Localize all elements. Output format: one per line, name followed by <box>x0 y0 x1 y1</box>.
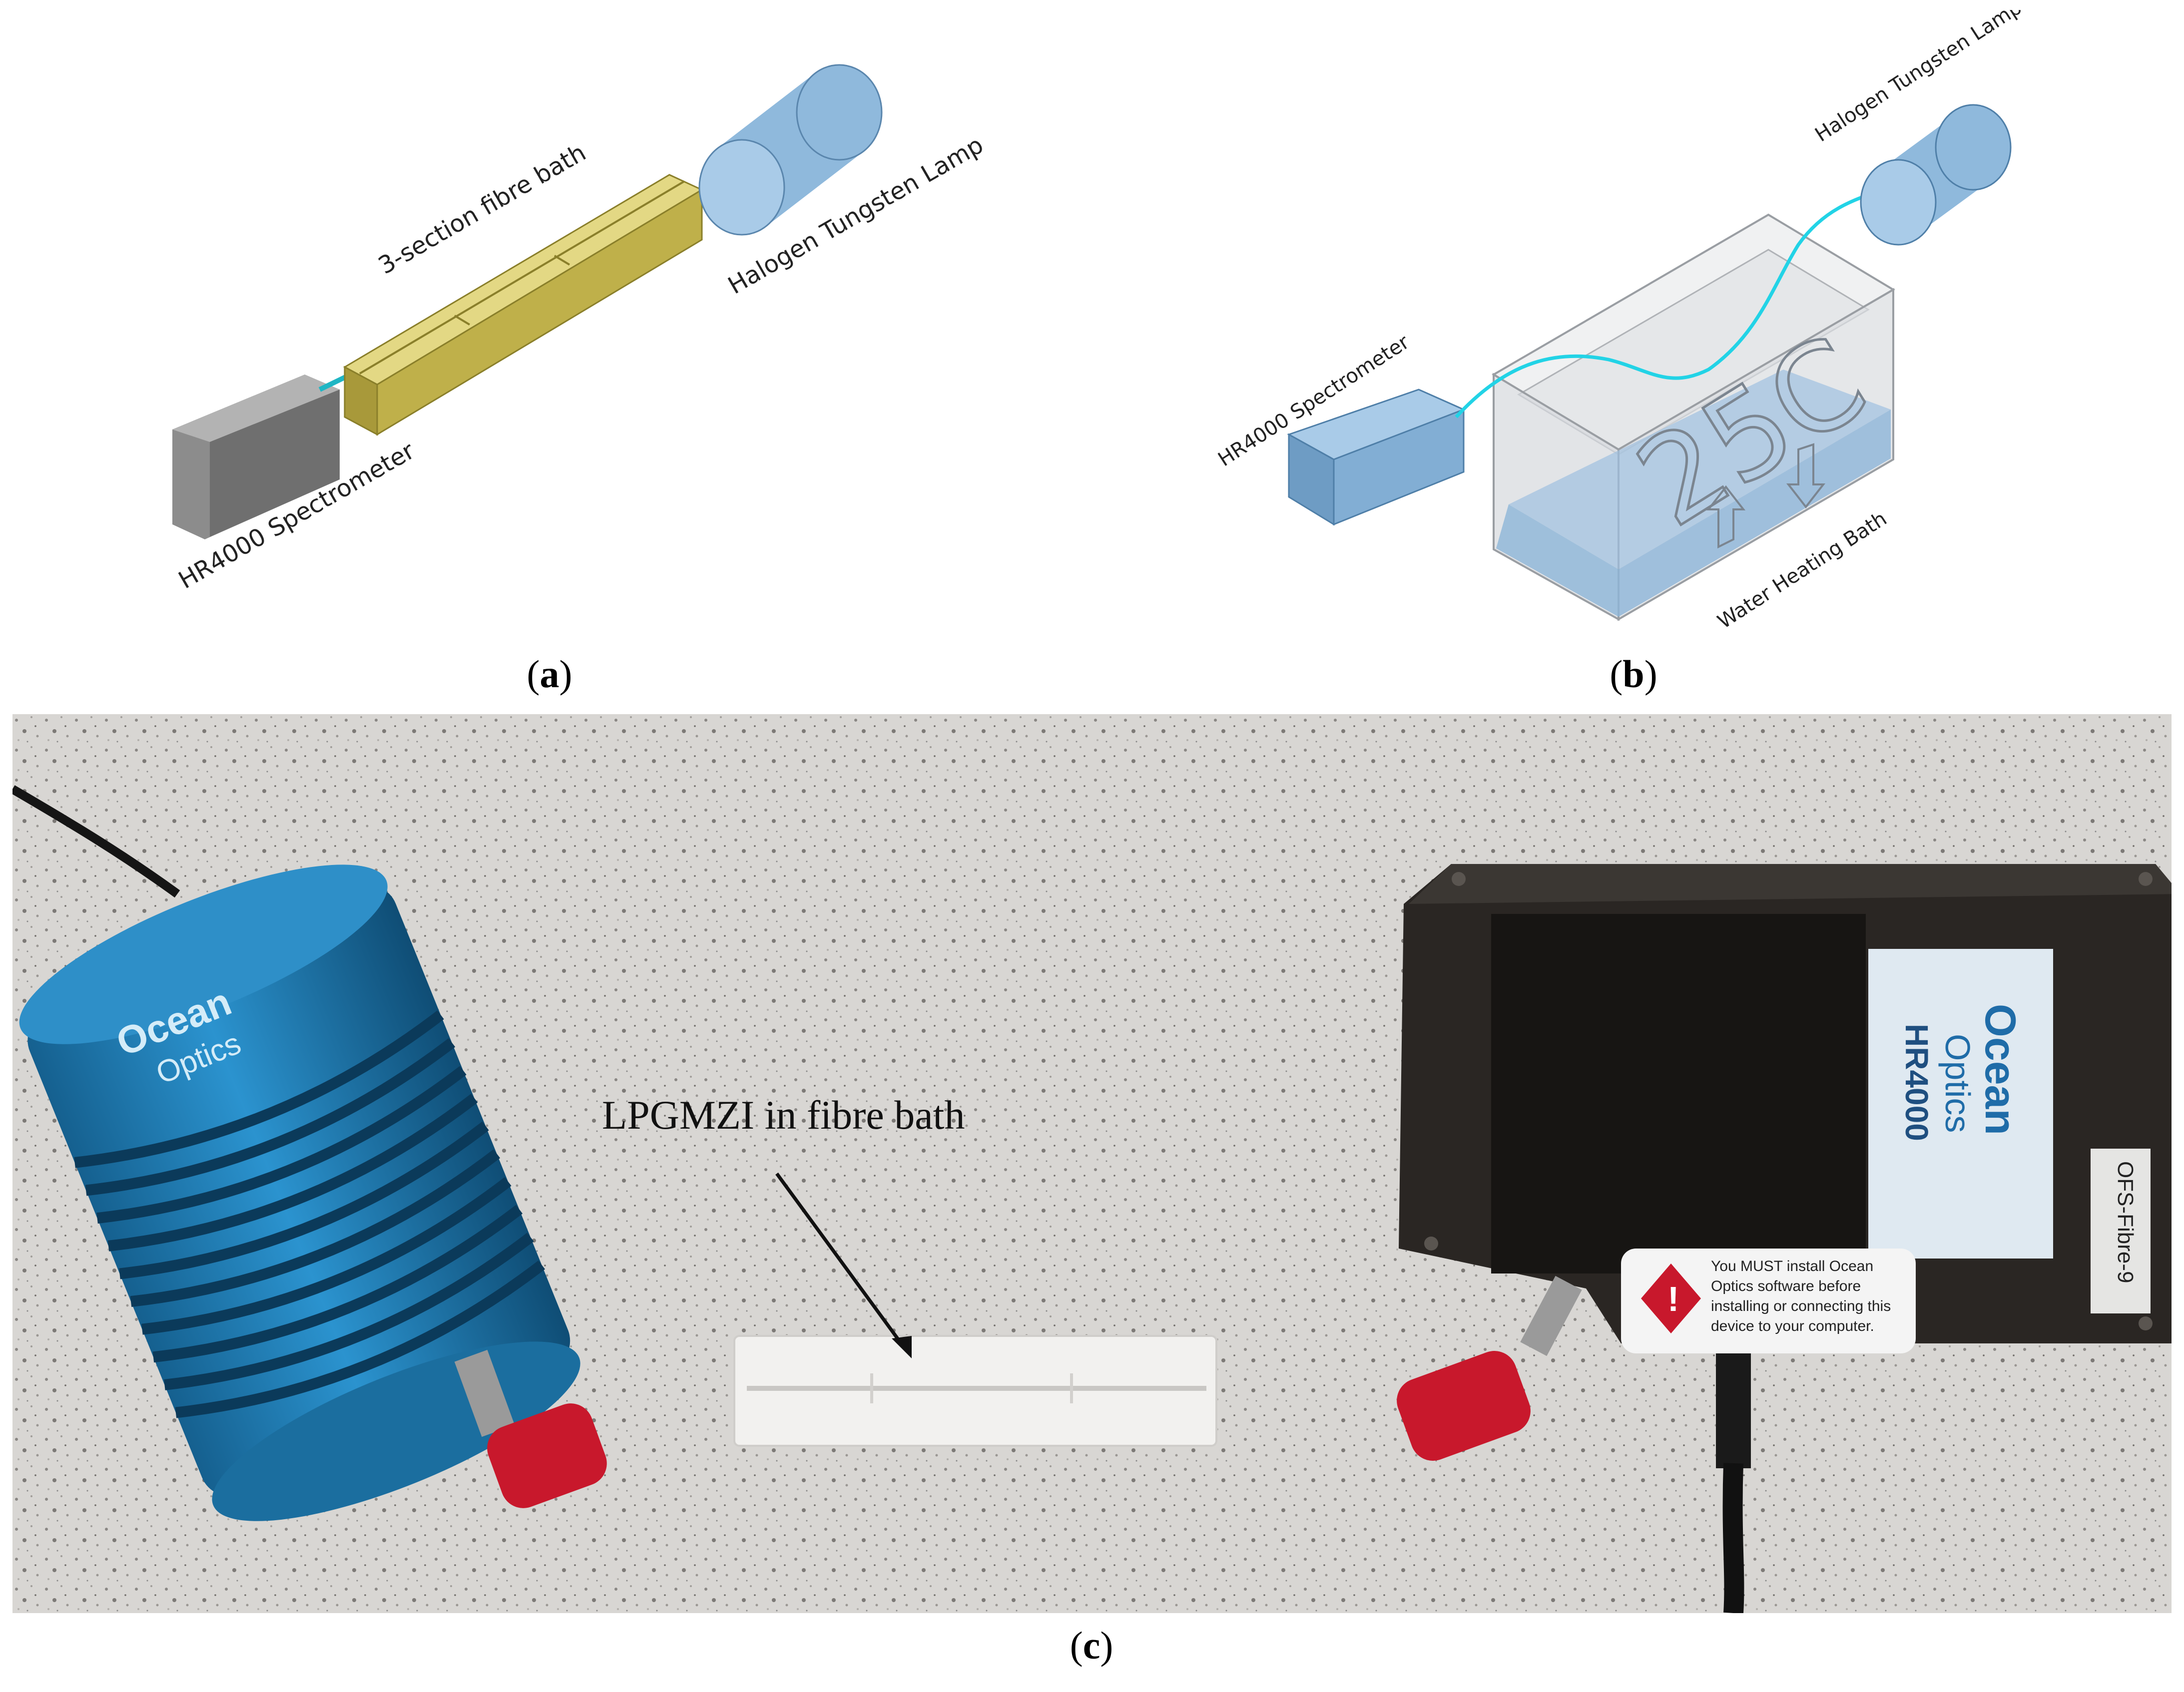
usb-cable <box>1716 1353 1751 1613</box>
warning-line-2: Optics software before <box>1711 1278 1861 1294</box>
up-arrow-icon <box>1706 485 1746 549</box>
panel-b-diagram: 25C HR4000 Spectrometer Halogen Tungsten… <box>1214 10 2026 633</box>
exclamation-glyph: ! <box>1667 1279 1679 1318</box>
caption-b: (b) <box>1610 652 1657 696</box>
halogen-lamp-b <box>1860 104 2012 246</box>
side-sticker <box>2091 1149 2151 1313</box>
warning-line-4: device to your computer. <box>1711 1318 1874 1334</box>
lamp-cable <box>12 785 180 898</box>
spec-brand-ocean: Ocean <box>1976 1004 2024 1135</box>
caption-c: (c) <box>1070 1624 1113 1667</box>
spec-model: HR4000 <box>1899 1024 1935 1141</box>
down-arrow-icon <box>1786 443 1826 509</box>
arrow-head-icon <box>892 1336 912 1358</box>
panel-c-photo: Ocean Optics LPGMZI in fibre bath <box>12 714 2172 1613</box>
fibre-line-b <box>1455 188 1884 419</box>
water-bath-b <box>1492 213 1895 621</box>
fibre-bath-piece <box>733 1335 1217 1447</box>
light-source-lamp: Ocean Optics <box>19 864 580 1521</box>
warning-line-3: installing or connecting this <box>1711 1298 1891 1314</box>
panel-a-diagram: 3-section fibre bath Halogen Tungsten La… <box>172 64 988 594</box>
panel-c-scene: Ocean Optics LPGMZI in fibre bath <box>12 714 2172 1613</box>
spectrometer-fibre-connector <box>1397 1275 1582 1461</box>
caption-a: (a) <box>527 652 572 696</box>
annotation-label: LPGMZI in fibre bath <box>602 1092 965 1138</box>
spectrometer-device: Ocean Optics HR4000 OFS-Fibre-9 ! You MU… <box>1399 864 2172 1353</box>
panel-a: 3-section fibre bath Halogen Tungsten La… <box>150 40 1049 639</box>
spectrometer-box-b <box>1287 389 1466 526</box>
halogen-lamp-a <box>698 64 883 236</box>
spec-brand-optics: Optics <box>1938 1034 1977 1133</box>
spectrometer-label-card <box>1868 949 2053 1259</box>
lamp-fibre-connector <box>454 1349 607 1508</box>
panel-b: 25C HR4000 Spectrometer Halogen Tungsten… <box>1209 10 2108 649</box>
fibre-bath-a <box>343 174 704 436</box>
side-sticker-text: OFS-Fibre-9 <box>2113 1161 2138 1283</box>
warning-line-1: You MUST install Ocean <box>1711 1258 1873 1274</box>
spectrometer-box-a <box>172 375 340 539</box>
warning-icon <box>1641 1264 1701 1333</box>
annotation-arrow <box>775 1172 908 1352</box>
warning-sticker <box>1621 1249 1916 1353</box>
